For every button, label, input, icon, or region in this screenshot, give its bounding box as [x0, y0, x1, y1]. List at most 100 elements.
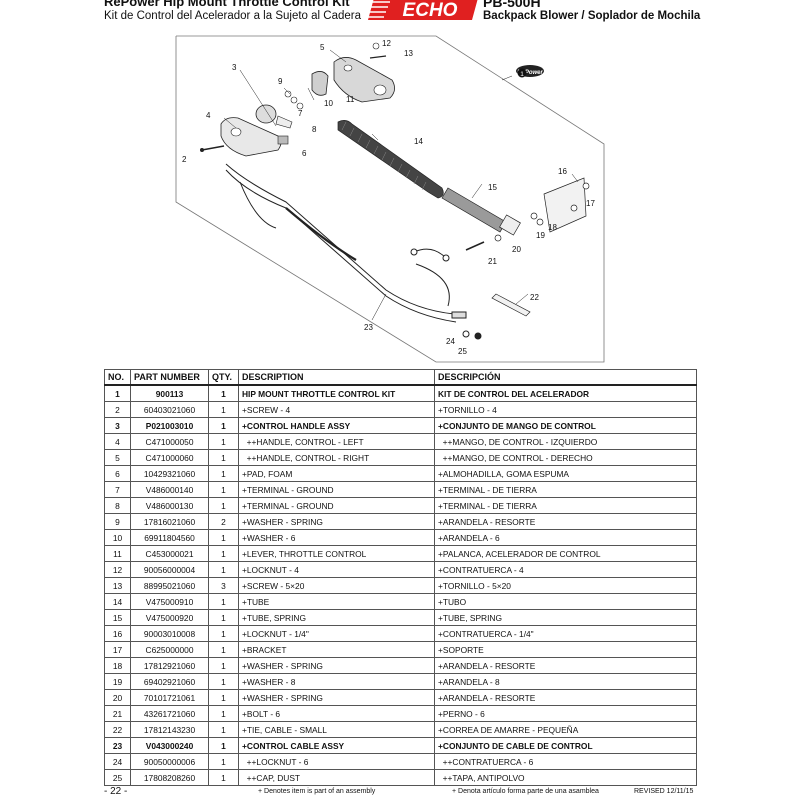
- callout-25: 25: [458, 347, 467, 356]
- qty-cell: 1: [208, 753, 239, 770]
- part-number-cell: C625000000: [130, 641, 209, 658]
- callout-leader-lines: [223, 49, 579, 321]
- part-no-cell: 11: [104, 545, 131, 562]
- part-no-cell: 7: [104, 481, 131, 498]
- qty-cell: 1: [208, 705, 239, 722]
- part-number-cell: 69402921060: [130, 673, 209, 690]
- part-no-cell: 6: [104, 465, 131, 482]
- diagram-frame-outline: [175, 35, 605, 363]
- col-header-no: NO.: [104, 369, 131, 386]
- description-es-cell: +CONTRATUERCA - 4: [434, 561, 697, 578]
- description-es-cell: +TERMINAL - DE TIERRA: [434, 481, 697, 498]
- callout-7: 7: [298, 109, 303, 118]
- col-header-description: DESCRIPTION: [238, 369, 435, 386]
- description-es-cell: +ARANDELA - 8: [434, 673, 697, 690]
- part-number-cell: V475000920: [130, 609, 209, 626]
- part-no-cell: 1: [104, 384, 131, 402]
- col-header-part-number: PART NUMBER: [130, 369, 209, 386]
- qty-cell: 1: [208, 657, 239, 674]
- part-no-cell: 2: [104, 401, 131, 418]
- exploded-parts-diagram: RePower 1 2 3 4 5 6 7 8 9 10 11 12 13 14…: [175, 35, 605, 363]
- qty-cell: 1: [208, 417, 239, 434]
- description-en-cell: +BRACKET: [238, 641, 435, 658]
- part-number-cell: C471000060: [130, 449, 209, 466]
- part-number-cell: 90050000006: [130, 753, 209, 770]
- qty-cell: 1: [208, 401, 239, 418]
- qty-cell: 3: [208, 577, 239, 594]
- qty-cell: 1: [208, 481, 239, 498]
- part-number-cell: C471000050: [130, 433, 209, 450]
- description-en-cell: ++LOCKNUT - 6: [238, 753, 435, 770]
- page-number: - 22 -: [104, 786, 128, 797]
- col-header-descripcion: DESCRIPCIÓN: [434, 369, 697, 386]
- qty-cell: 1: [208, 449, 239, 466]
- part-number-cell: 88995021060: [130, 577, 209, 594]
- part-number-cell: 17812143230: [130, 721, 209, 738]
- description-es-cell: ++TAPA, ANTIPOLVO: [434, 769, 697, 786]
- description-es-cell: +CONJUNTO DE CABLE DE CONTROL: [434, 737, 697, 754]
- part-no-cell: 15: [104, 609, 131, 626]
- part-no-cell: 24: [104, 753, 131, 770]
- qty-cell: 1: [208, 641, 239, 658]
- parts-list-table: NO. PART NUMBER QTY. DESCRIPTION DESCRIP…: [104, 369, 697, 786]
- part-number-cell: V486000130: [130, 497, 209, 514]
- callout-23: 23: [364, 323, 373, 332]
- repower-badge: RePower: [517, 70, 543, 76]
- description-es-cell: KIT DE CONTROL DEL ACELERADOR: [434, 384, 697, 402]
- callout-8: 8: [312, 125, 317, 134]
- qty-cell: 1: [208, 737, 239, 754]
- part-no-cell: 12: [104, 561, 131, 578]
- qty-cell: 1: [208, 529, 239, 546]
- description-es-cell: +CONTRATUERCA - 1/4": [434, 625, 697, 642]
- part-no-cell: 25: [104, 769, 131, 786]
- spring-tube: [441, 187, 521, 236]
- part-no-cell: 19: [104, 673, 131, 690]
- callout-15: 15: [488, 183, 497, 192]
- description-es-cell: +PALANCA, ACELERADOR DE CONTROL: [434, 545, 697, 562]
- description-es-cell: ++CONTRATUERCA - 6: [434, 753, 697, 770]
- part-number-cell: C453000021: [130, 545, 209, 562]
- callout-13: 13: [404, 49, 413, 58]
- part-no-cell: 14: [104, 593, 131, 610]
- revision-date: REVISED 12/11/15: [634, 788, 694, 795]
- description-en-cell: +WASHER - SPRING: [238, 657, 435, 674]
- description-en-cell: +TUBE: [238, 593, 435, 610]
- part-number-cell: V043000240: [130, 737, 209, 754]
- col-header-qty: QTY.: [208, 369, 239, 386]
- description-en-cell: +WASHER - 6: [238, 529, 435, 546]
- description-en-cell: +LOCKNUT - 1/4": [238, 625, 435, 642]
- qty-cell: 1: [208, 769, 239, 786]
- description-en-cell: +CONTROL CABLE ASSY: [238, 737, 435, 754]
- description-en-cell: +TERMINAL - GROUND: [238, 481, 435, 498]
- part-no-cell: 8: [104, 497, 131, 514]
- part-number-cell: 17812921060: [130, 657, 209, 674]
- qty-cell: 1: [208, 545, 239, 562]
- part-number-cell: 90003010008: [130, 625, 209, 642]
- callout-21: 21: [488, 257, 497, 266]
- qty-cell: 1: [208, 433, 239, 450]
- callout-4: 4: [206, 111, 211, 120]
- part-number-cell: 69911804560: [130, 529, 209, 546]
- callout-10: 10: [324, 99, 333, 108]
- part-number-cell: 17808208260: [130, 769, 209, 786]
- description-es-cell: +TUBO: [434, 593, 697, 610]
- callout-6: 6: [302, 149, 307, 158]
- description-en-cell: +BOLT - 6: [238, 705, 435, 722]
- description-es-cell: ++MANGO, DE CONTROL - DERECHO: [434, 449, 697, 466]
- part-no-cell: 4: [104, 433, 131, 450]
